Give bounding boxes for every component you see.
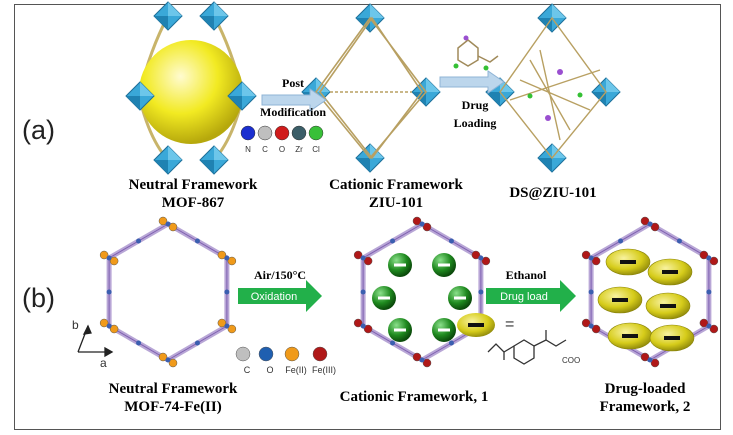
- legend-label: Fe(III): [312, 365, 336, 375]
- panel-b-label: (b): [22, 283, 55, 313]
- legend-label: Fe(II): [285, 365, 307, 375]
- loaded-drug-ellipses: [597, 248, 695, 352]
- caption-dsziu101: DS@ZIU-101: [509, 185, 597, 201]
- arrow-oxidation-text: Oxidation: [250, 291, 298, 303]
- lattice-axes: [77, 324, 114, 358]
- panel-a-label: (a): [22, 115, 55, 145]
- caption-mof74: MOF-74-Fe(II): [124, 399, 222, 415]
- caption-cationic-framework-1: Cationic Framework, 1: [339, 389, 489, 405]
- legend-sphere: [284, 346, 300, 362]
- counter-ions: [372, 253, 472, 342]
- post-modification-arrow: [261, 88, 327, 112]
- arrow-drug-text: Drug: [461, 98, 489, 112]
- arrow-modification-text: Modification: [260, 105, 326, 119]
- diclofenac-molecule: [453, 35, 499, 71]
- coo-label: COO: [562, 356, 581, 365]
- dsziu101-linkers: [499, 16, 607, 160]
- arrow-loading-text: Loading: [453, 116, 497, 130]
- legend-sphere: [274, 125, 290, 141]
- legend-label: C: [262, 145, 268, 154]
- legend-sphere: [240, 125, 256, 141]
- legend-label: Zr: [295, 145, 303, 154]
- drug-ellipse: [649, 324, 695, 352]
- legend-sphere: [258, 346, 274, 362]
- legend-label: N: [245, 145, 251, 154]
- figure-border: [14, 4, 721, 430]
- zr-octahedron: [227, 81, 257, 111]
- caption-neutral-framework-b: Neutral Framework: [108, 381, 238, 397]
- ibuprofen-structure: [487, 330, 567, 365]
- drug-ellipse: [597, 286, 643, 314]
- drug-ellipse: [607, 322, 653, 350]
- caption-ziu101: ZIU-101: [368, 195, 424, 211]
- hexagonal-channel: [581, 216, 719, 368]
- caption-neutral-framework-a: Neutral Framework: [128, 177, 258, 193]
- anion-sphere: [448, 286, 472, 310]
- anion-sphere: [388, 253, 412, 277]
- arrow-post-text: Post: [282, 76, 304, 90]
- legend-label: C: [244, 365, 251, 375]
- arrow-air-text: Air/150°C: [253, 268, 307, 282]
- axis-a-label: a: [100, 356, 107, 370]
- legend-label: Cl: [312, 145, 320, 154]
- caption-framework-2: Framework, 2: [599, 399, 691, 415]
- zr-octahedron: [199, 1, 229, 31]
- caption-cationic-framework-a: Cationic Framework: [329, 177, 463, 193]
- legend-sphere: [308, 125, 324, 141]
- anion-sphere: [432, 253, 456, 277]
- zr-octahedron: [125, 81, 155, 111]
- drug-legend: [457, 313, 495, 337]
- axis-b-label: b: [72, 318, 79, 332]
- drug-ellipse: [645, 292, 691, 320]
- legend-sphere: [291, 125, 307, 141]
- element-legend-a: N C O Zr Cl: [240, 125, 324, 154]
- arrow-drugload-text: Drug load: [500, 291, 548, 303]
- ziu101-linkers: [314, 16, 428, 160]
- caption-drug-loaded: Drug-loaded: [604, 381, 686, 397]
- caption-mof867: MOF-867: [161, 195, 225, 211]
- equals-sign: =: [505, 316, 515, 333]
- drug-loading-arrow: [439, 70, 505, 94]
- zr-clusters: [125, 1, 621, 175]
- legend-sphere: [312, 346, 328, 362]
- oxidation-arrow: [238, 280, 322, 312]
- drug-ellipse: [647, 258, 693, 286]
- zr-octahedron: [153, 145, 183, 175]
- legend-label: O: [266, 365, 273, 375]
- drug-molecules-in-pore: [527, 69, 583, 121]
- zr-octahedron: [153, 1, 183, 31]
- element-legend-b: C O Fe(II) Fe(III): [235, 346, 336, 375]
- hexagonal-channel: [99, 216, 237, 368]
- legend-sphere: [235, 346, 251, 362]
- anion-sphere: [388, 318, 412, 342]
- zr-octahedron: [199, 145, 229, 175]
- yellow-pore-sphere: [139, 40, 243, 144]
- anion-sphere: [432, 318, 456, 342]
- legend-label: O: [279, 145, 285, 154]
- legend-sphere: [257, 125, 273, 141]
- arrow-ethanol-text: Ethanol: [505, 268, 547, 282]
- drug-ellipse: [605, 248, 651, 276]
- anion-sphere: [372, 286, 396, 310]
- drug-load-arrow: [486, 280, 576, 312]
